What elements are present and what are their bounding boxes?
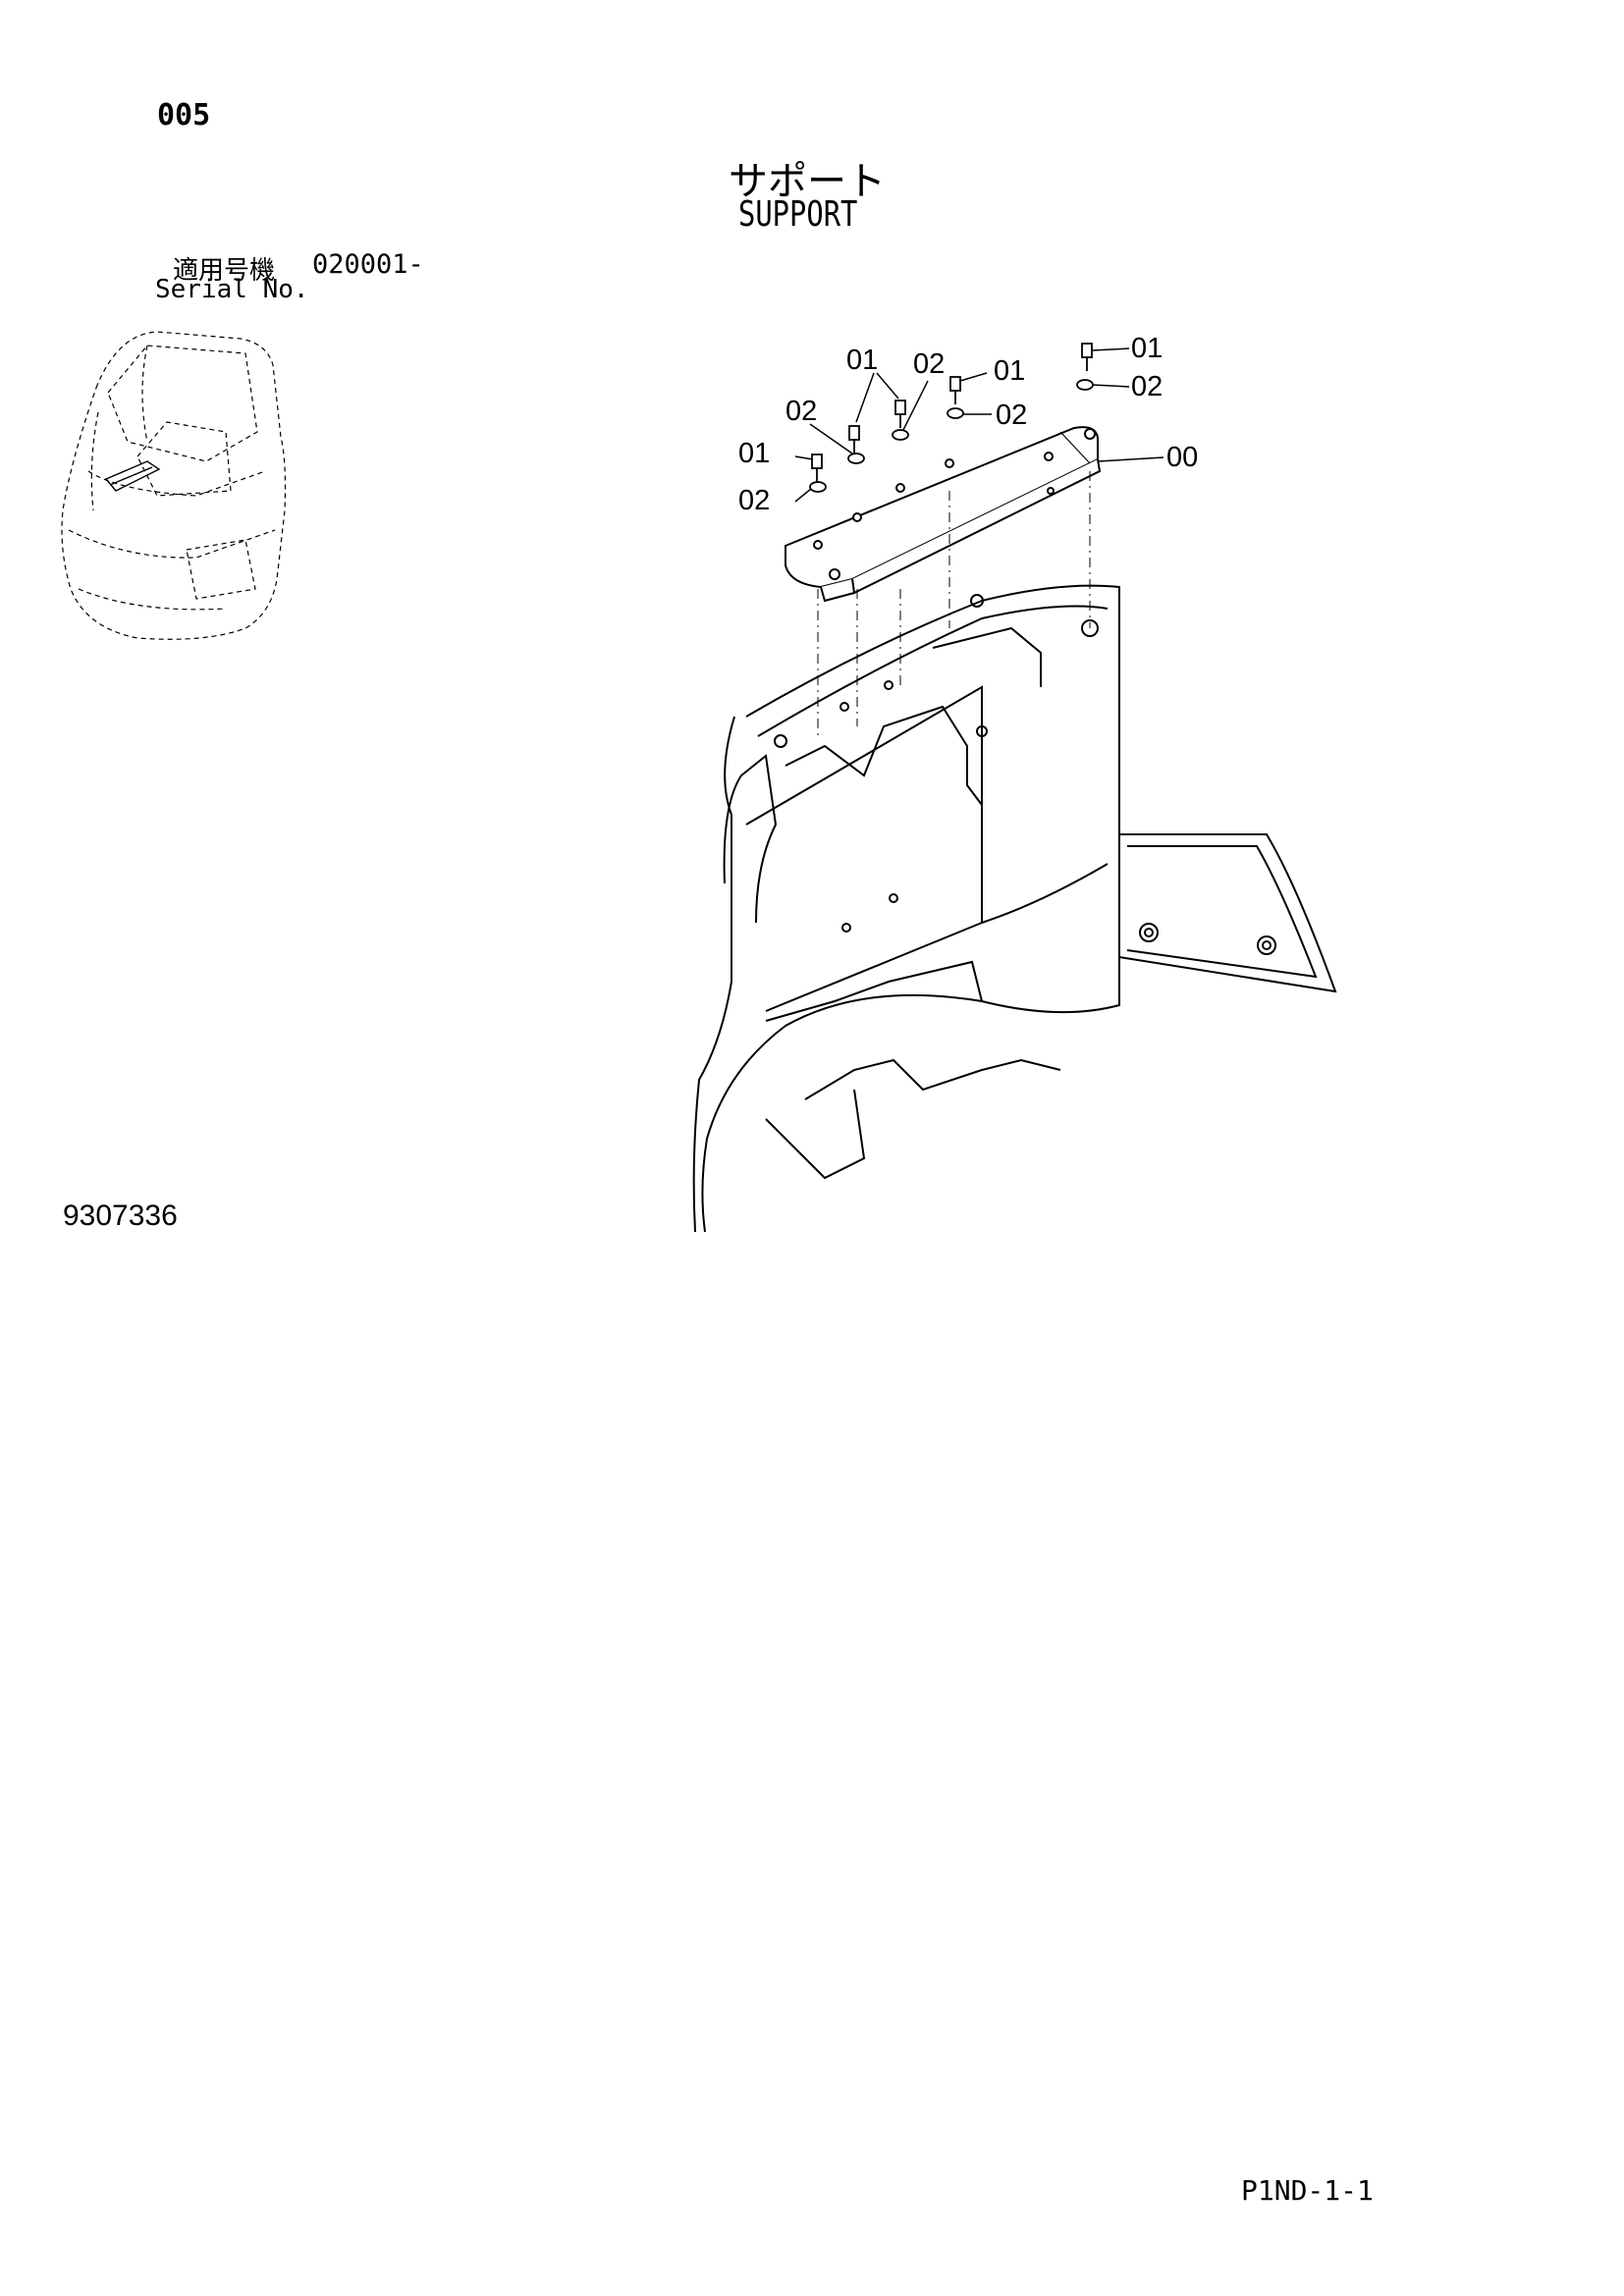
page-title-en: SUPPORT bbox=[738, 194, 858, 235]
serial-label-jp: 適用号機 bbox=[173, 256, 276, 286]
callout-01-b: 01 bbox=[994, 355, 1025, 387]
callout-01-d: 01 bbox=[738, 438, 770, 469]
callout-02-e: 02 bbox=[738, 485, 770, 516]
thumbnail-highlight bbox=[104, 460, 161, 492]
page-title-jp: サポート bbox=[729, 159, 886, 204]
serial-code: 020001- bbox=[312, 249, 424, 280]
callout-02-c: 02 bbox=[996, 400, 1027, 431]
footer-code: P1ND-1-1 bbox=[1241, 2174, 1374, 2207]
front-panel bbox=[692, 584, 1337, 1233]
callout-02-b: 02 bbox=[785, 396, 817, 427]
callout-01-c: 01 bbox=[1131, 333, 1163, 364]
serial-label-en: Serial No. bbox=[155, 275, 309, 304]
callout-labels: 01 02 01 01 02 02 02 01 02 00 bbox=[738, 333, 1198, 516]
center-lines bbox=[817, 471, 1091, 736]
callout-02-d: 02 bbox=[1131, 371, 1163, 402]
callout-02-a: 02 bbox=[913, 348, 945, 380]
support-bracket bbox=[785, 426, 1102, 603]
page-number: 005 bbox=[157, 98, 211, 133]
machine-thumbnail bbox=[61, 331, 287, 640]
hardware-parts bbox=[809, 343, 1094, 493]
callout-00: 00 bbox=[1166, 442, 1198, 473]
drawing-number: 9307336 bbox=[63, 1200, 178, 1232]
callout-01-a: 01 bbox=[846, 345, 878, 376]
callout-leaders bbox=[794, 347, 1164, 503]
